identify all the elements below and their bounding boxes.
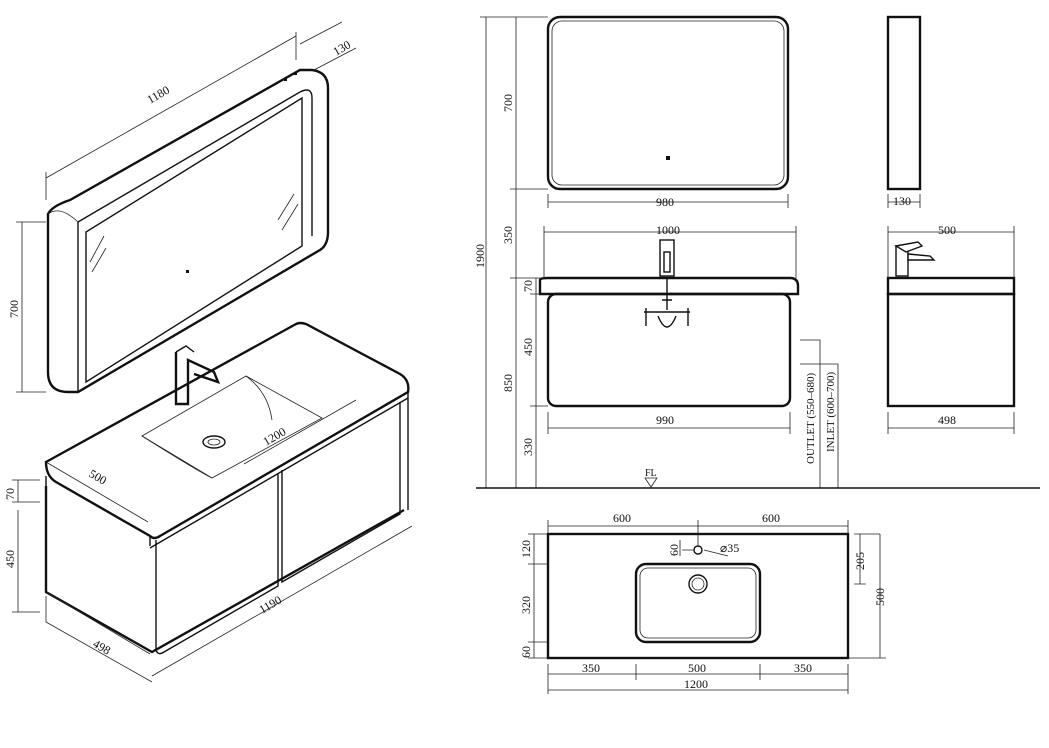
iso-top-thickness: 70 [3,488,17,500]
iso-cabinet-dims [12,399,413,683]
front-mirror-height: 700 [501,94,515,112]
isometric-view: 1180 130 700 [3,21,413,683]
mirror-sensor [666,156,670,160]
front-mirror [546,15,790,191]
plan-half-left: 600 [613,511,631,525]
plan-bowl [634,562,762,644]
floor-line [476,477,1040,489]
front-cabinet-width: 990 [656,413,674,427]
iso-cabinet [44,402,405,655]
side-mirror [886,15,922,191]
side-mirror-depth: 130 [893,194,911,208]
plan-half-right: 600 [762,511,780,525]
plan-tap-offset: 60 [667,544,681,556]
plan-tap-hole [693,545,703,555]
front-total-height: 850 [501,374,515,392]
iso-mirror-depth: 130 [331,37,354,58]
front-mirror-width: 980 [656,195,674,209]
iso-mirror-height: 700 [7,300,21,318]
front-overall-height: 1900 [473,244,487,268]
plan-total-width: 1200 [684,677,708,691]
front-floor-clearance: 330 [521,438,535,456]
front-cabinet [546,292,792,408]
front-dims [480,16,839,488]
iso-mirror [46,68,330,394]
plan-tap-diameter: ⌀35 [720,541,739,555]
iso-cabinet-depth: 498 [91,636,114,657]
side-basin-top [886,276,1016,296]
iso-mirror-dims [16,21,357,393]
front-top-thickness: 70 [521,280,535,292]
iso-top-depth: 500 [87,466,110,487]
plan-bowl-center: 205 [853,552,867,570]
plan-bowl-width: 500 [688,661,706,675]
iso-vanity-top [44,321,410,592]
front-gap: 350 [501,226,515,244]
plan-back-to-tap: 120 [519,540,533,558]
plan-bowl-depth: 320 [519,596,533,614]
plan-top-outline [546,532,850,660]
front-basin-top [538,276,800,296]
plan-total-depth: 500 [873,588,887,606]
side-faucet [894,241,936,277]
floor-label: FL [645,468,657,479]
iso-top-length: 1200 [261,424,289,448]
plan-drain [688,574,708,594]
side-cabinet-depth: 498 [938,413,956,427]
front-outlet-label: OUTLET (550–680) [805,373,817,464]
iso-cabinet-height: 450 [3,550,17,568]
iso-mirror-width: 1180 [145,83,172,107]
side-top-depth: 500 [938,223,956,237]
plan-front-margin: 60 [519,646,533,658]
front-top-width: 1000 [656,223,680,237]
front-faucet [644,239,690,328]
side-cabinet [886,292,1016,408]
plan-left-margin: 350 [582,661,600,675]
plan-view: 600 600 60 ⌀35 120 320 60 205 500 350 50… [519,511,887,694]
side-view: 130 500 498 [886,15,1016,434]
front-inlet-label: INLET (600–700) [825,372,837,452]
plan-dims [528,520,886,694]
front-cabinet-height: 450 [521,338,535,356]
plan-right-margin: 350 [794,661,812,675]
front-view: 1900 700 980 350 1000 70 450 850 990 330… [473,15,1040,489]
